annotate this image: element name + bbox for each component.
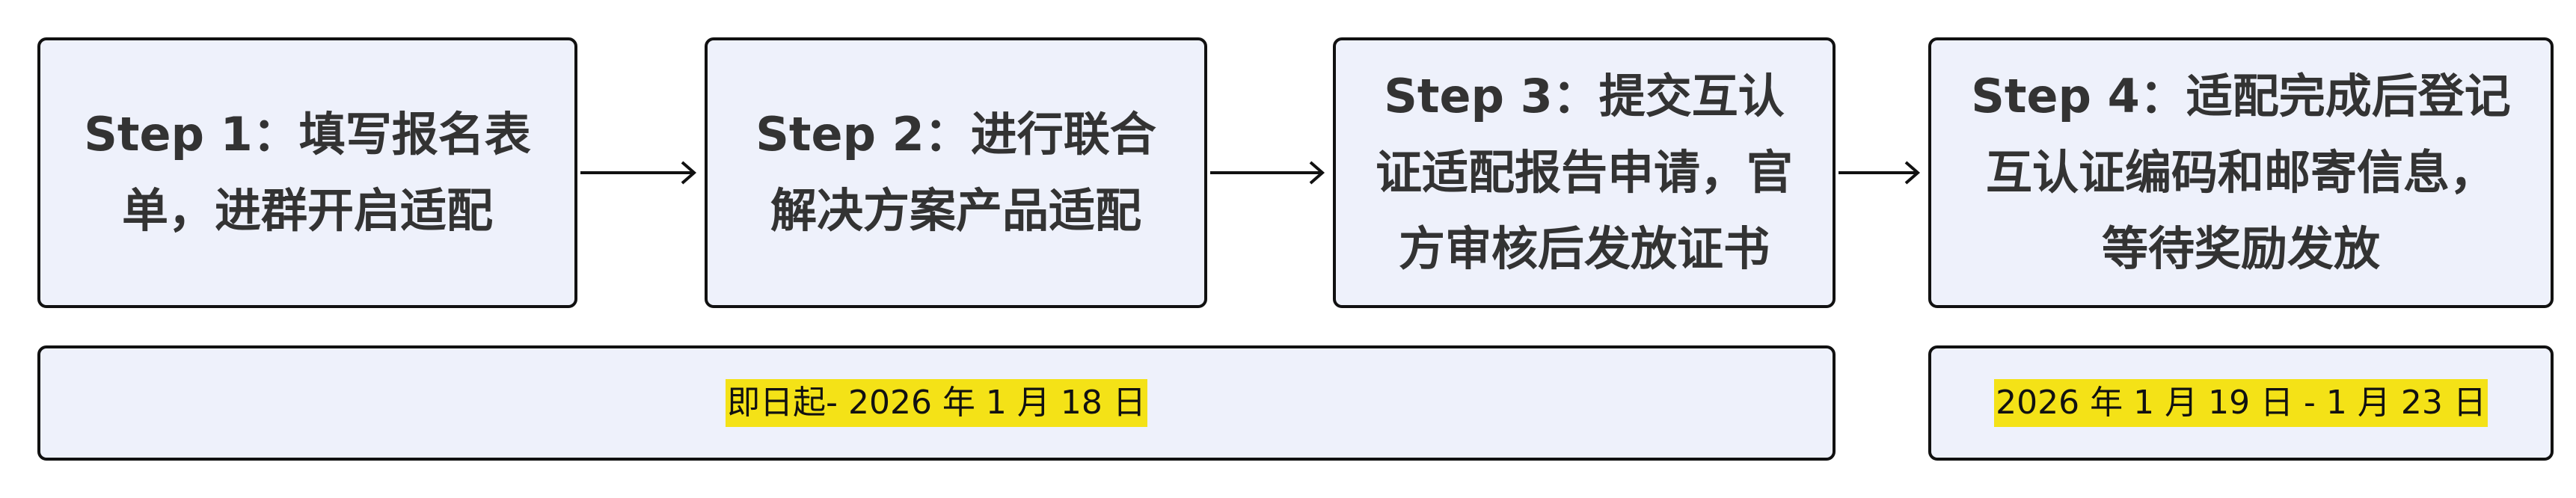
step-2-text: Step 2：进行联合 解决方案产品适配 [755,107,1156,238]
arrow-step2-to-step3 [1210,161,1330,185]
step-3-box: Step 3：提交互认 证适配报告申请，官 方审核后发放证书 [1333,37,1836,308]
step-4-text: Step 4：适配完成后登记 互认证编码和邮寄信息， 等待奖励发放 [1971,69,2511,276]
arrow-step3-to-step4 [1839,161,1925,185]
step-3-text: Step 3：提交互认 证适配报告申请，官 方审核后发放证书 [1375,69,1793,276]
arrow-step1-to-step2 [580,161,702,185]
step-4-box: Step 4：适配完成后登记 互认证编码和邮寄信息， 等待奖励发放 [1928,37,2554,308]
timeline-range-2: 2026 年 1 月 19 日 - 1 月 23 日 [1928,345,2554,461]
step-2-box: Step 2：进行联合 解决方案产品适配 [705,37,1207,308]
step-1-text: Step 1：填写报名表 单，进群开启适配 [84,107,531,238]
timeline-range-1-label: 即日起- 2026 年 1 月 18 日 [726,379,1147,427]
timeline-range-1: 即日起- 2026 年 1 月 18 日 [37,345,1836,461]
step-1-box: Step 1：填写报名表 单，进群开启适配 [37,37,577,308]
timeline-range-2-label: 2026 年 1 月 19 日 - 1 月 23 日 [1994,379,2488,427]
